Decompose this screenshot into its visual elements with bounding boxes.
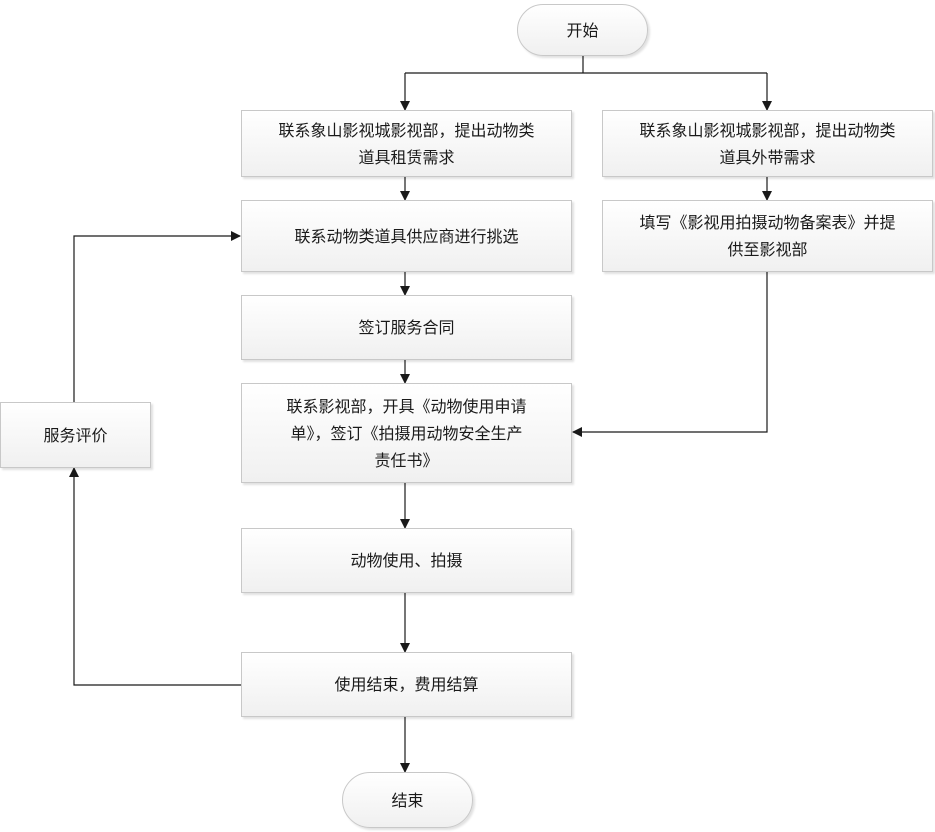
connector-feedback-to-supplier (73, 231, 241, 402)
right-step1-line1: 联系象山影视城影视部，提出动物类 (639, 120, 896, 140)
merge-step-line1: 联系影视部，开具《动物使用申请 (286, 396, 527, 416)
end-label: 结束 (391, 790, 424, 810)
start-label: 开始 (566, 20, 599, 40)
right-step2-box: 填写《影视用拍摄动物备案表》并提 供至影视部 (602, 200, 933, 272)
left-step3-box: 签订服务合同 (241, 295, 572, 360)
connector-right-to-merge (572, 272, 768, 437)
right-step1-line2: 道具外带需求 (719, 147, 816, 167)
left-step1-box: 联系象山影视城影视部，提出动物类 道具租赁需求 (241, 110, 572, 177)
feedback-box: 服务评价 (0, 402, 151, 468)
right-step1-box: 联系象山影视城影视部，提出动物类 道具外带需求 (602, 110, 933, 177)
finish-step-box: 使用结束，费用结算 (241, 652, 572, 717)
left-step2-box: 联系动物类道具供应商进行挑选 (241, 200, 572, 272)
use-step-box: 动物使用、拍摄 (241, 528, 572, 593)
right-step2-line1: 填写《影视用拍摄动物备案表》并提 (639, 213, 896, 232)
connector-finish-to-feedback (69, 467, 241, 686)
merge-step-line3: 责任书》 (374, 450, 439, 470)
feedback-label: 服务评价 (43, 425, 108, 445)
merge-step-box: 联系影视部，开具《动物使用申请 单》，签订《拍摄用动物安全生产 责任书》 (241, 383, 572, 483)
left-step1-line2: 道具租赁需求 (358, 147, 455, 167)
finish-step-label: 使用结束，费用结算 (334, 675, 479, 694)
left-step2-label: 联系动物类道具供应商进行挑选 (294, 226, 519, 246)
end-node: 结束 (342, 772, 473, 828)
start-node: 开始 (517, 4, 648, 56)
merge-step-line2: 单》，签订《拍摄用动物安全生产 (290, 423, 523, 443)
right-step2-line2: 供至影视部 (727, 240, 808, 259)
use-step-label: 动物使用、拍摄 (350, 551, 463, 570)
left-step3-label: 签订服务合同 (358, 318, 455, 337)
left-step1-line1: 联系象山影视城影视部，提出动物类 (278, 120, 535, 140)
